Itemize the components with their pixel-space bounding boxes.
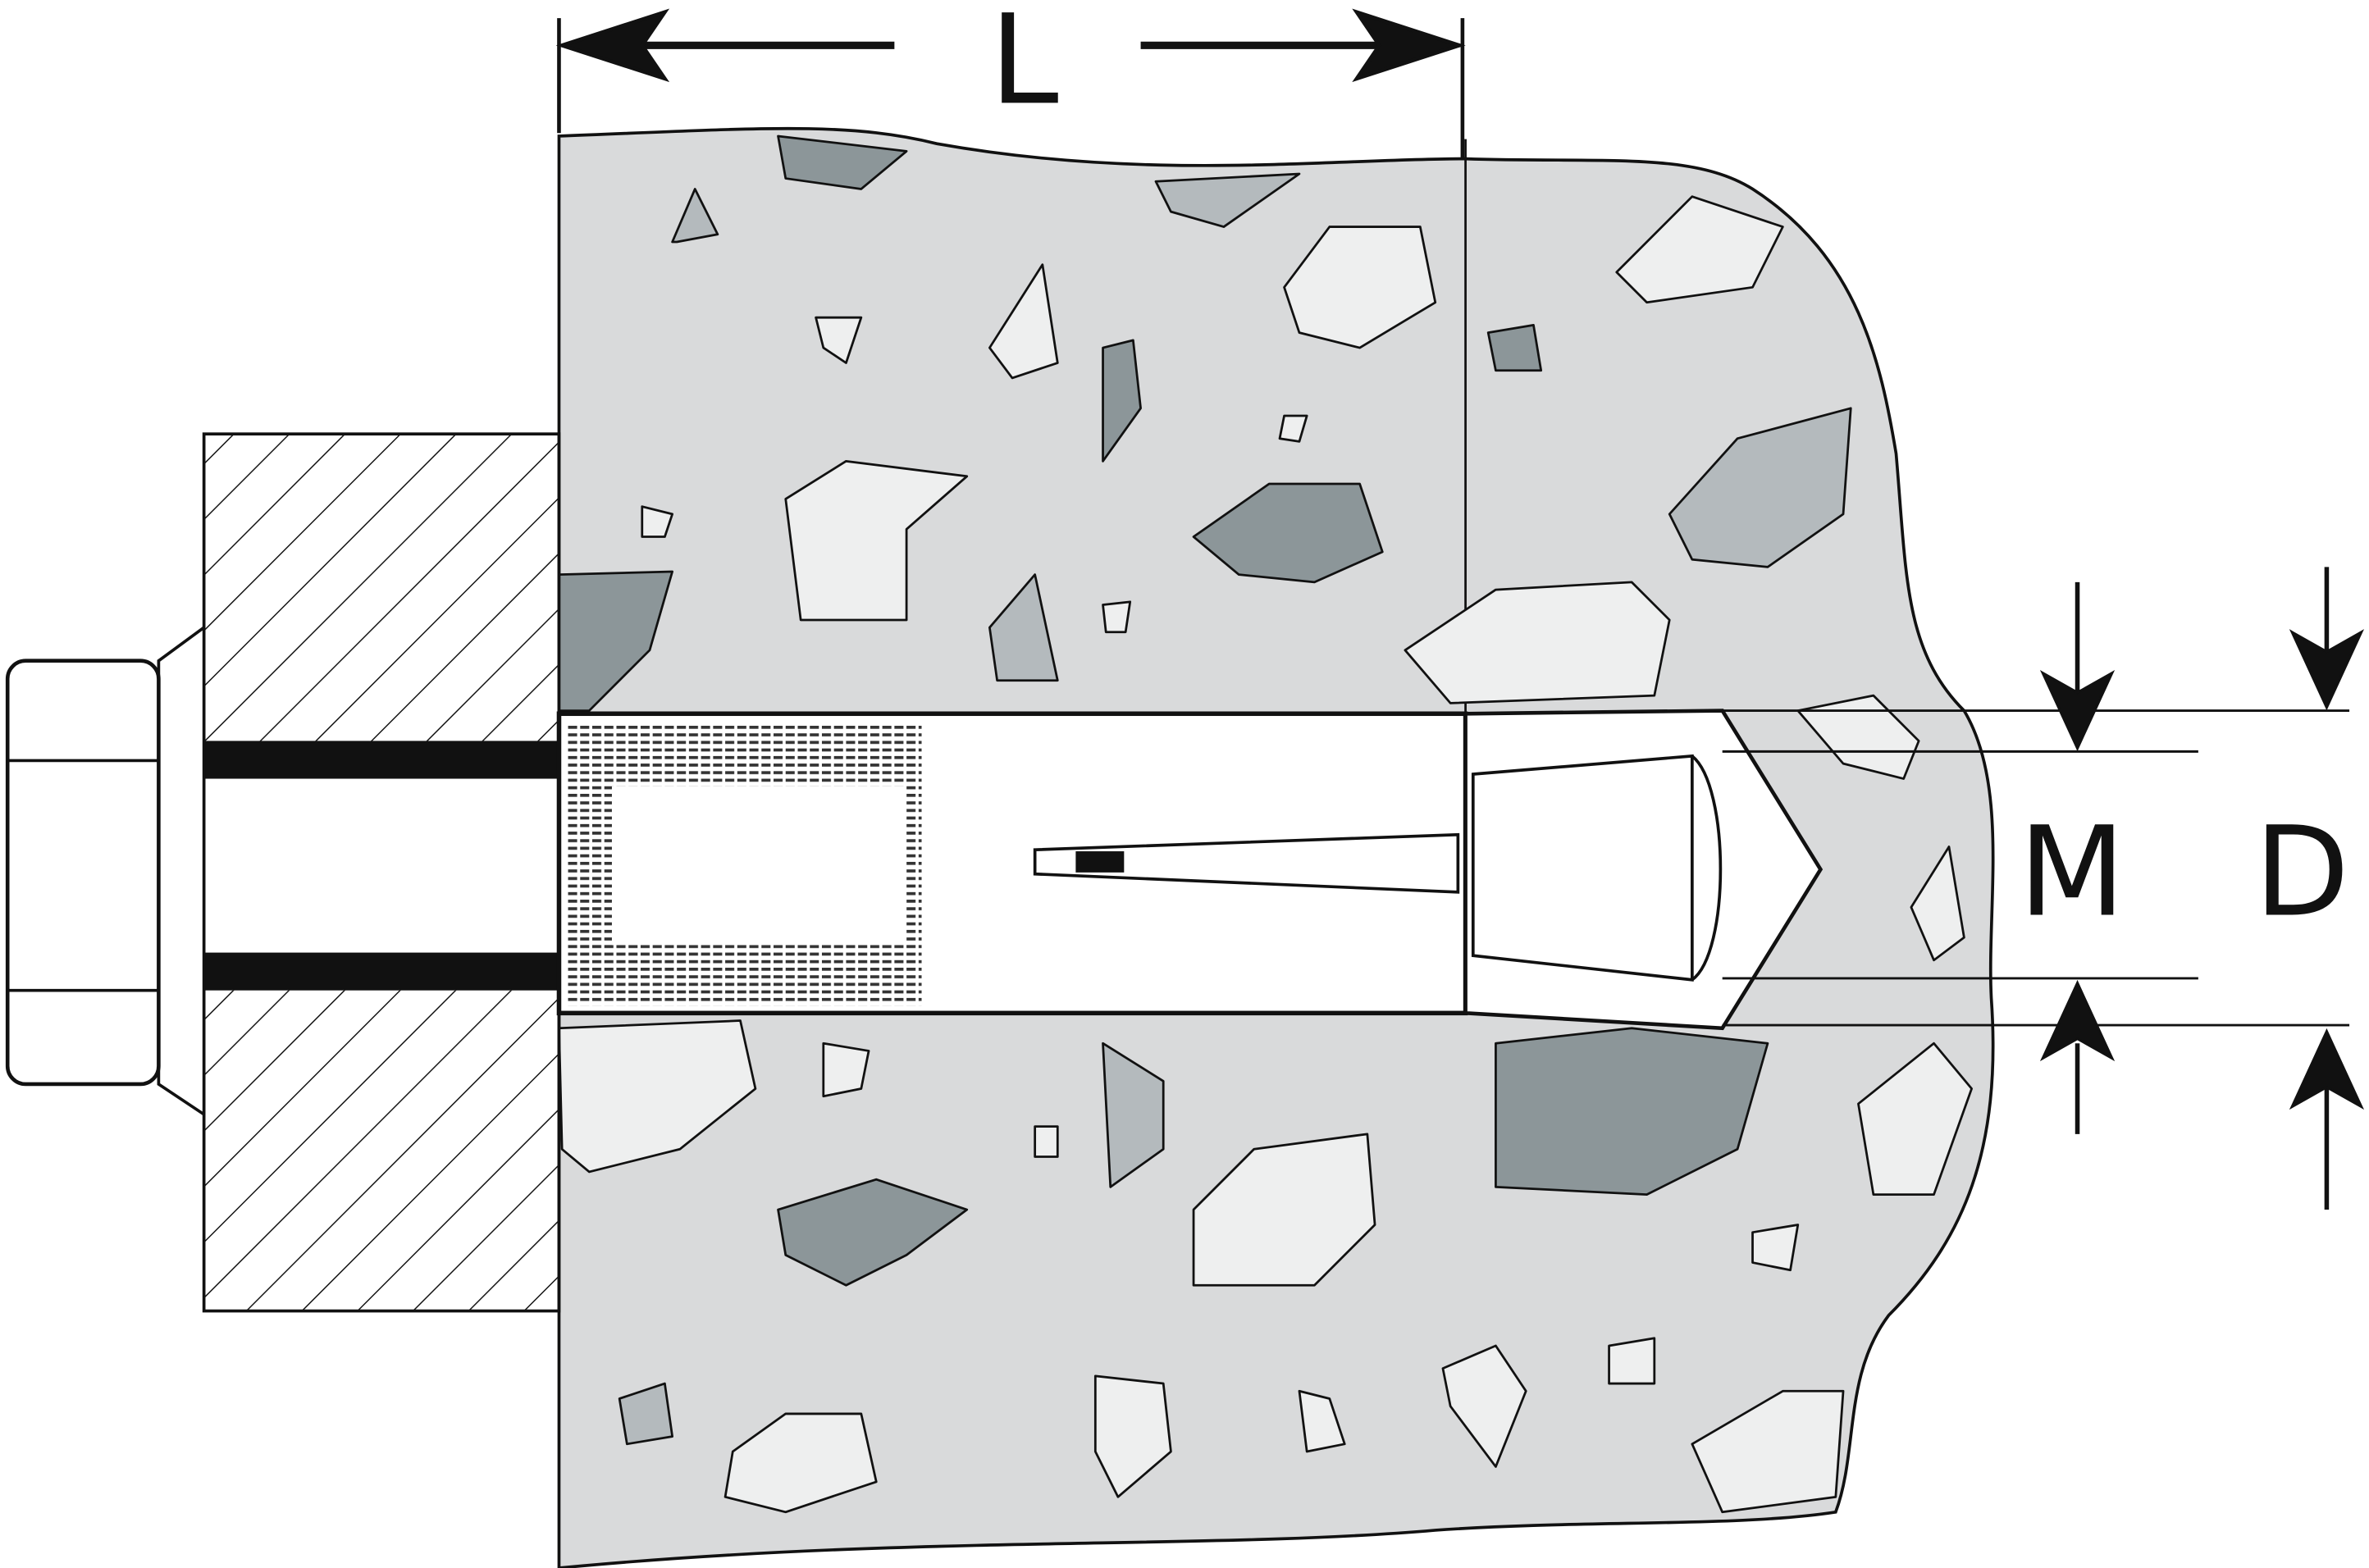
label-D: D [2254,800,2349,944]
aggregate-stone [1441,1344,1527,1468]
sleeve-bore [611,786,907,946]
aggregate-stone [815,316,863,364]
aggregate-stone [777,134,908,190]
aggregate-stone [723,1412,878,1514]
aggregate-stone [1154,172,1301,228]
aggregate-stone [1192,482,1384,584]
diameter-dimensions [1722,567,2365,1210]
sleeve-slot [1033,832,1460,894]
aggregate-stone [1910,846,1965,962]
aggregate-stone [1857,1042,1973,1196]
aggregate-stone [988,263,1059,380]
plate-bolt-passage [203,741,559,991]
aggregate-stone [988,573,1059,682]
hex-nut [5,659,161,1087]
aggregate-stone [1102,600,1132,634]
aggregate-stone [1102,339,1142,463]
aggregate-stone [1298,1389,1346,1453]
aggregate-stone [1283,226,1437,349]
aggregate-stone [1691,1389,1845,1514]
aggregate-stone [777,1178,969,1287]
label-M: M [2019,800,2125,944]
label-L: L [989,0,1058,132]
aggregate-stone [1751,1224,1800,1272]
aggregate-stone [822,1042,870,1098]
washer [157,624,206,1118]
aggregate-stone [1608,1337,1656,1385]
bolt-shaft-lower-edge [203,952,559,991]
aggregate-stone [784,459,969,622]
aggregate-stone [1615,195,1784,304]
bolt-shaft-upper-edge [203,741,559,779]
slot-marker [1075,851,1125,873]
aggregate-stone [1192,1133,1376,1287]
aggregate-stone [618,1382,673,1446]
aggregate-stone [1404,581,1671,704]
length-dimension [555,8,1466,159]
aggregate-stone [1486,324,1543,372]
aggregate-stone [1278,414,1308,443]
aggregate-stone [1034,1125,1059,1158]
aggregate-stone [558,1019,757,1174]
cone-tip-curve [1691,754,1723,982]
aggregate-stone [1495,1027,1769,1196]
cone-wedge [1471,754,1694,982]
aggregate-stones [558,134,1973,1514]
aggregate-stone [1102,1042,1165,1188]
aggregate-stone [1093,1374,1172,1498]
aggregate-stone [1668,407,1852,568]
aggregate-stone [641,505,673,538]
aggregate-stone [671,188,719,244]
aggregate-stone [1796,694,1920,780]
